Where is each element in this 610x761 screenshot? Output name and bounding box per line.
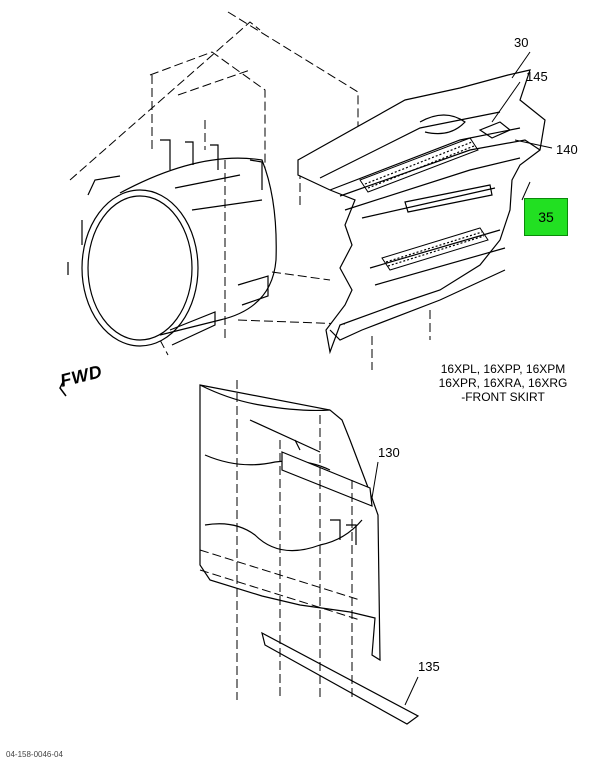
fwd-arrow-icon <box>59 379 67 397</box>
caption-line-3: -FRONT SKIRT <box>461 390 545 404</box>
callout-30: 30 <box>514 35 529 50</box>
leader-lines <box>371 51 553 706</box>
fuel-tank <box>67 139 277 347</box>
phantom-lines-lower <box>199 380 361 700</box>
callout-145: 145 <box>526 69 548 84</box>
callout-130: 130 <box>378 445 400 460</box>
footer-code: 04-158-0046-04 <box>6 750 63 759</box>
front-skirt-assembly <box>297 69 546 355</box>
callout-35: 35 <box>538 209 554 225</box>
model-caption: 16XPL, 16XPP, 16XPM 16XPR, 16XRA, 16XRG … <box>418 362 588 404</box>
caption-line-1: 16XPL, 16XPP, 16XPM <box>440 362 566 376</box>
callout-140: 140 <box>556 142 578 157</box>
caption-line-2: 16XPR, 16XRA, 16XRG <box>438 376 568 390</box>
skirt-detail-lower <box>199 384 420 725</box>
callout-135: 135 <box>418 659 440 674</box>
callout-35-highlight[interactable]: 35 <box>524 198 568 236</box>
